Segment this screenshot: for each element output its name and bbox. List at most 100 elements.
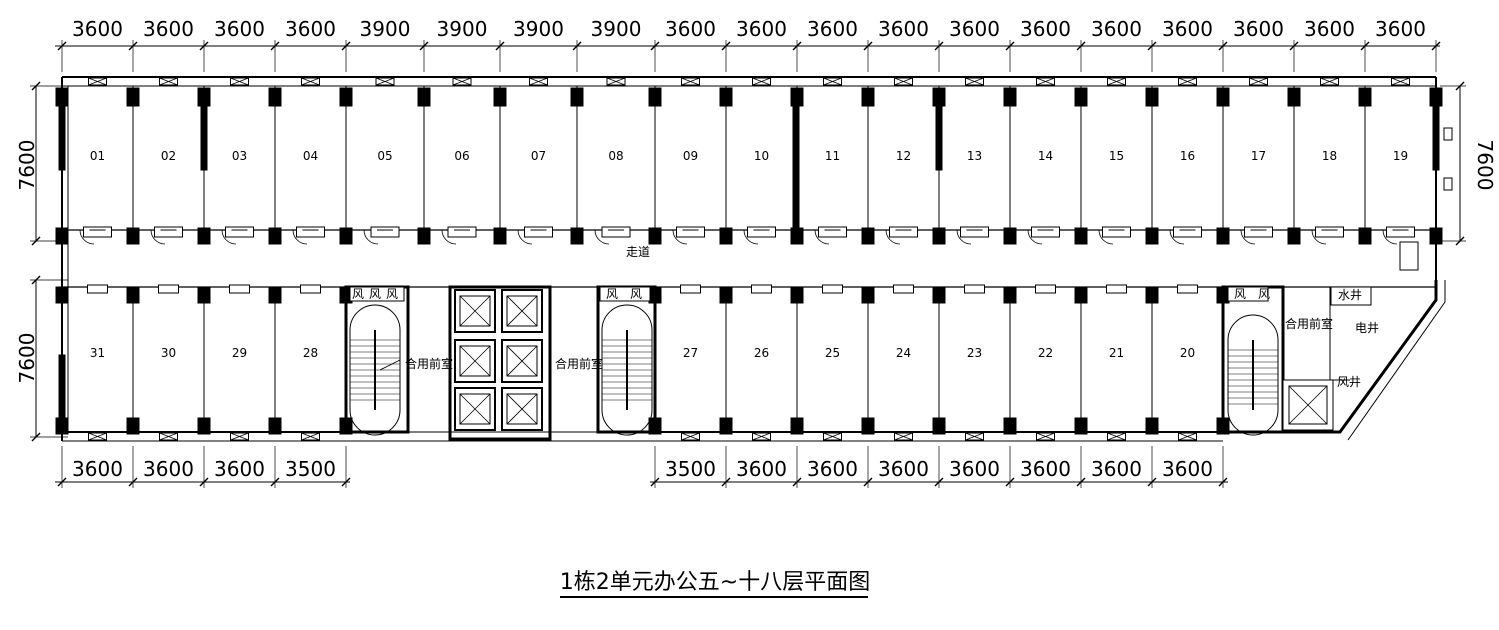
column [1003, 286, 1017, 304]
window-cross [823, 432, 842, 441]
window-cross [1249, 77, 1268, 86]
dim-tick [1360, 41, 1370, 51]
shaft-cross [1288, 385, 1328, 425]
dim-tick [31, 81, 41, 91]
stair-arrow [379, 359, 401, 371]
column [861, 227, 875, 245]
dim-tick [341, 41, 351, 51]
room-number: 05 [377, 149, 392, 163]
dim-bottom-right-label: 3600 [1162, 457, 1213, 481]
air-shaft-label: 风井 [1337, 375, 1361, 389]
room-number: 07 [531, 149, 546, 163]
column [1216, 87, 1230, 107]
dim-bottom-left-label: 3600 [143, 457, 194, 481]
column [1145, 417, 1159, 435]
corridor-window [1035, 284, 1056, 294]
column [1145, 227, 1159, 245]
corridor-window [229, 284, 250, 294]
door-swing [814, 229, 830, 245]
dim-tick [792, 477, 802, 487]
dim-tick [1455, 236, 1465, 246]
window-cross [230, 77, 249, 86]
room-number: 24 [896, 346, 911, 360]
door-swing [221, 229, 237, 245]
window-cross [88, 77, 107, 86]
elevator-cross [506, 295, 538, 327]
column [719, 87, 733, 107]
dim-tick [1076, 477, 1086, 487]
column [861, 87, 875, 107]
dim-tick [934, 477, 944, 487]
vent-label-2: 风 [369, 287, 381, 301]
dim-left-lower: 7600 [15, 333, 39, 384]
window-cross [529, 77, 548, 86]
room-number: 14 [1038, 149, 1053, 163]
corridor-window [158, 284, 179, 294]
door-swing [1311, 229, 1327, 245]
window-cross [301, 432, 320, 441]
thick-wall [58, 99, 66, 171]
shared-lobby-label-left: 合用前室 [405, 356, 453, 371]
column [339, 227, 353, 245]
column [1074, 87, 1088, 107]
column [1003, 417, 1017, 435]
door-swing [1240, 229, 1256, 245]
window-cross [88, 432, 107, 441]
corridor-window [296, 226, 325, 238]
dim-tick [863, 41, 873, 51]
column [55, 227, 69, 245]
corridor-window [87, 284, 108, 294]
elevator-cross [459, 295, 491, 327]
water-shaft-label: 水井 [1338, 288, 1362, 302]
water-shaft [1330, 286, 1372, 306]
thick-wall [1432, 99, 1440, 171]
column [268, 227, 282, 245]
door-swing [292, 229, 308, 245]
door-swing [885, 229, 901, 245]
elevator-cross [459, 393, 491, 425]
corridor-label: 走道 [626, 245, 650, 259]
door-swing [517, 229, 533, 245]
column [1074, 417, 1088, 435]
corridor-window [225, 226, 254, 238]
room-number: 13 [967, 149, 982, 163]
vent-label-4: 风 [606, 287, 618, 301]
column [1287, 87, 1301, 107]
window-cross [1107, 432, 1126, 441]
column [1003, 87, 1017, 107]
dim-tick [1218, 477, 1228, 487]
column [1358, 87, 1372, 107]
window-cross [965, 77, 984, 86]
column [719, 417, 733, 435]
dim-tick [270, 477, 280, 487]
column [197, 286, 211, 304]
dim-top-label: 3900 [591, 17, 642, 41]
vent-shaft-middle [599, 286, 651, 302]
room-number: 19 [1393, 149, 1408, 163]
column [570, 87, 584, 107]
corridor-window [1173, 226, 1202, 238]
window-cross [606, 77, 626, 86]
dim-tick [57, 41, 67, 51]
window-cross [1178, 432, 1197, 441]
corridor-window [447, 226, 477, 238]
dim-top-label: 3600 [736, 17, 787, 41]
corridor-window [1315, 226, 1344, 238]
window-cross [159, 432, 178, 441]
elevator-cross [459, 345, 491, 377]
dim-top-label: 3600 [143, 17, 194, 41]
column [126, 227, 140, 245]
column [126, 87, 140, 107]
door-swing [363, 229, 379, 245]
corridor-window [1102, 226, 1131, 238]
dim-top-label: 3600 [949, 17, 1000, 41]
room-number: 21 [1109, 346, 1124, 360]
corridor-window [822, 284, 843, 294]
east-window [1443, 127, 1453, 141]
corridor-window [747, 226, 776, 238]
corridor-window [751, 284, 772, 294]
dim-bottom-right-label: 3600 [736, 457, 787, 481]
corridor-window [1177, 284, 1198, 294]
dim-tick [934, 41, 944, 51]
column [790, 417, 804, 435]
